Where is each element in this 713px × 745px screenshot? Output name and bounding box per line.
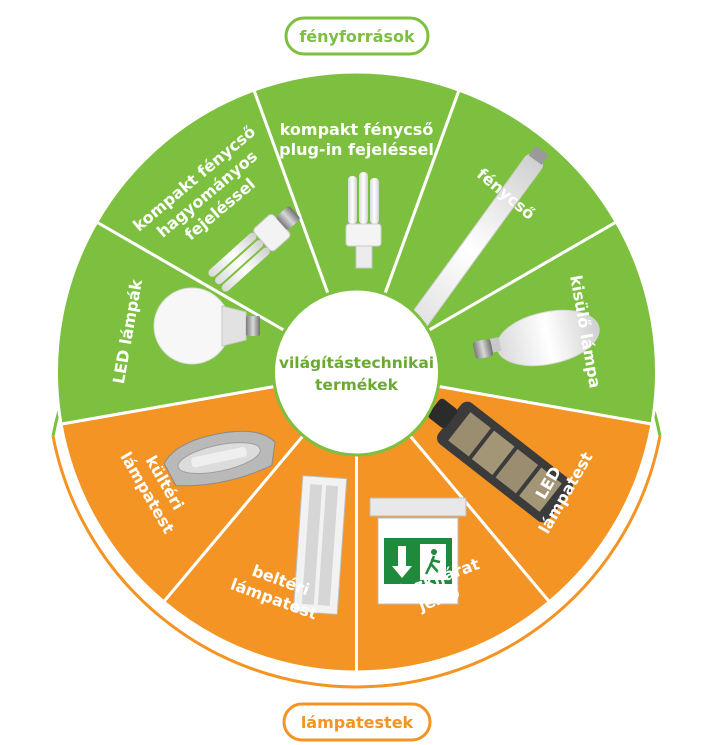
segment-kompakt-plugin	[251, 70, 462, 377]
ring-label-bottom: lámpatestek	[282, 702, 432, 742]
center-title-line-1: világítástechnikai	[279, 354, 434, 372]
led-streetlight-icon	[428, 398, 573, 523]
indoor-luminaire-icon	[292, 475, 348, 615]
center-title-line-2: termékek	[315, 376, 399, 394]
segment-label-line: plug-in fejeléssel	[279, 140, 434, 159]
discharge-lamp-icon	[472, 309, 600, 367]
segment-kompakt-hagyomanyos	[94, 88, 360, 376]
segment-label-line: kompakt fénycső	[280, 120, 434, 139]
outer-ring-orange	[51, 435, 662, 689]
ring-label-top: fényforrások	[284, 16, 430, 56]
led-bulb-icon	[153, 287, 260, 365]
ring-label-bottom-text: lámpatestek	[301, 713, 414, 732]
ring-label-top-text: fényforrások	[299, 27, 415, 46]
segment-kulteri	[59, 369, 361, 604]
compact-classic-lamp-icon	[208, 206, 300, 292]
compact-plugin-lamp-icon	[345, 172, 382, 269]
wheel-segments	[55, 70, 658, 674]
center-circle	[272, 287, 441, 457]
emergency-exit-sign-icon	[369, 497, 467, 605]
outdoor-luminaire-icon	[163, 430, 276, 487]
